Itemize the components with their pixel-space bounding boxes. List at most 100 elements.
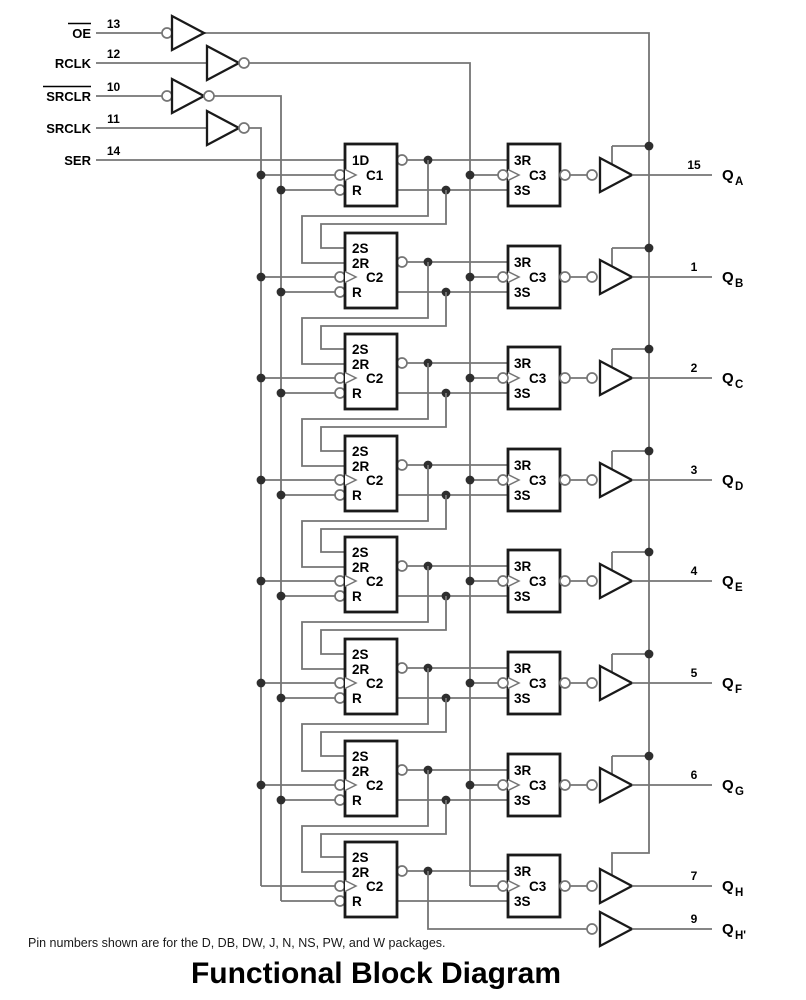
output-pin-number: 6	[691, 768, 698, 782]
feed-2r-wire	[301, 363, 429, 467]
input-buffer-icon	[170, 77, 207, 115]
inverter-bubble	[396, 662, 408, 674]
latch-row-label: 3S	[514, 691, 531, 706]
inverter-bubble	[497, 169, 509, 181]
junction-dot	[276, 591, 286, 601]
junction-dot	[644, 751, 654, 761]
inverter-bubble	[334, 590, 346, 602]
inverter-bubble	[396, 357, 408, 369]
inverter-bubble	[238, 57, 250, 69]
feed-2r-wire	[301, 160, 429, 264]
ff-row-label: R	[352, 183, 362, 198]
inverter-bubble	[396, 865, 408, 877]
ff-row-label: C2	[366, 879, 383, 894]
inverter-bubble	[559, 271, 571, 283]
inverter-bubble	[586, 779, 598, 791]
output-q-label: Q	[722, 777, 734, 794]
inverter-bubble	[334, 692, 346, 704]
output-q-label: Q	[722, 370, 734, 387]
inverter-bubble	[559, 575, 571, 587]
input-buffer-icon	[170, 14, 207, 52]
junction-dot	[465, 272, 475, 282]
feed-2r-wire	[301, 262, 429, 365]
ff-row-label: R	[352, 386, 362, 401]
output-q-label: Q	[722, 675, 734, 692]
output-q-subscript: H	[735, 887, 743, 899]
output-q-subscript: C	[735, 379, 743, 391]
inverter-bubble	[334, 880, 346, 892]
output-q-subscript: D	[735, 481, 743, 493]
tristate-output-buffer-icon	[598, 461, 635, 499]
junction-dot	[465, 678, 475, 688]
package-note: Pin numbers shown are for the D, DB, DW,…	[28, 936, 446, 950]
latch-row-label: C3	[529, 270, 547, 285]
junction-dot	[644, 446, 654, 456]
clock-edge-icon	[344, 168, 358, 182]
clock-edge-icon	[507, 473, 521, 487]
junction-dot	[276, 185, 286, 195]
qh-prime-feed-wire	[427, 871, 587, 930]
inverter-bubble	[559, 474, 571, 486]
inverter-bubble	[334, 474, 346, 486]
clock-edge-icon	[344, 371, 358, 385]
ff-row-label: 2S	[352, 342, 369, 357]
inverter-bubble	[396, 459, 408, 471]
ff-row-label: 2R	[352, 459, 370, 474]
output-pin-number: 9	[691, 912, 698, 926]
junction-dot	[256, 272, 266, 282]
output-q-subscript: G	[735, 786, 744, 798]
clock-edge-icon	[507, 168, 521, 182]
latch-row-label: 3R	[514, 255, 532, 270]
inverter-bubble	[586, 271, 598, 283]
ff-row-label: 2R	[352, 764, 370, 779]
clock-edge-icon	[344, 879, 358, 893]
inverter-bubble	[559, 880, 571, 892]
junction-dot	[276, 388, 286, 398]
ff-row-label: 2R	[352, 662, 370, 677]
inverter-bubble	[559, 779, 571, 791]
inverter-bubble	[559, 169, 571, 181]
output-q-subscript: A	[735, 176, 743, 188]
inverter-bubble	[396, 256, 408, 268]
latch-row-label: 3S	[514, 793, 531, 808]
latch-row-label: C3	[529, 574, 547, 589]
ff-row-label: C2	[366, 574, 383, 589]
input-pin-number: 14	[107, 144, 121, 158]
inverter-bubble	[334, 184, 346, 196]
inverter-bubble	[334, 372, 346, 384]
latch-row-label: 3S	[514, 386, 531, 401]
output-q-subscript: E	[735, 582, 743, 594]
junction-dot	[644, 344, 654, 354]
ff-row-label: 2S	[352, 647, 369, 662]
output-pin-number: 5	[691, 666, 698, 680]
feed-2r-wire	[301, 465, 429, 568]
input-pin-label: RCLK	[55, 56, 92, 71]
ff-row-label: 1D	[352, 153, 370, 168]
feed-2s-wire	[320, 698, 447, 757]
inverter-bubble	[586, 372, 598, 384]
ff-row-label: R	[352, 894, 362, 909]
latch-row-label: 3R	[514, 153, 532, 168]
latch-row-label: 3R	[514, 458, 532, 473]
ff-row-label: 2S	[352, 850, 369, 865]
latch-row-label: C3	[529, 473, 547, 488]
latch-row-label: C3	[529, 879, 547, 894]
junction-dot	[256, 678, 266, 688]
inverter-bubble	[586, 923, 598, 935]
output-q-label: Q	[722, 269, 734, 286]
junction-dot	[465, 475, 475, 485]
shift-ff-block	[343, 434, 399, 513]
inverter-bubble	[497, 779, 509, 791]
clock-edge-icon	[507, 879, 521, 893]
shift-ff-block	[343, 739, 399, 818]
shift-ff-block	[343, 840, 399, 919]
srclr-wire	[214, 95, 282, 901]
latch-row-label: 3S	[514, 183, 531, 198]
tristate-output-buffer-icon	[598, 156, 635, 194]
shift-ff-block	[343, 332, 399, 411]
inverter-bubble	[161, 27, 173, 39]
